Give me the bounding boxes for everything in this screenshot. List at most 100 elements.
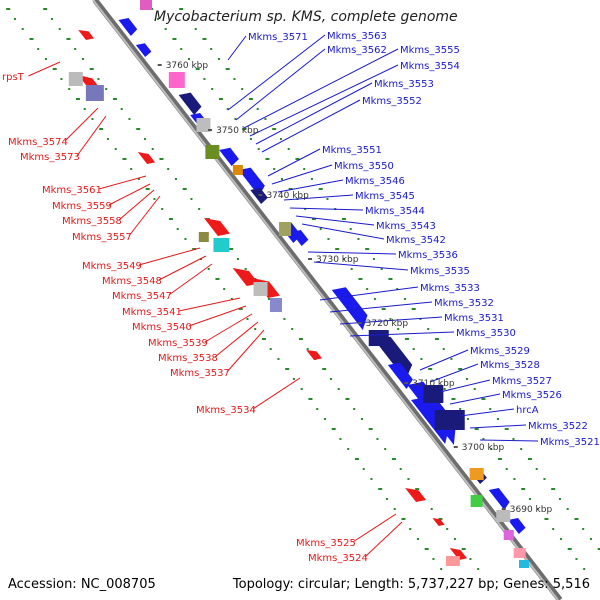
gc-dot [21, 28, 24, 30]
gc-dot [380, 268, 383, 270]
gc-dot [318, 188, 323, 190]
reverse-label-leader [108, 183, 151, 206]
forward-label-leader [243, 48, 399, 129]
gc-dot [474, 428, 479, 430]
gc-dot [210, 48, 213, 50]
gc-dot [164, 28, 167, 30]
gc-dot [358, 278, 363, 280]
forward-gene-label: Mkms_3555 [400, 45, 460, 56]
forward-label-leader [277, 179, 344, 193]
gc-dot [428, 368, 433, 370]
kbp-tick-mark [501, 508, 506, 510]
gc-dot [43, 8, 48, 10]
gc-dot [215, 278, 220, 280]
gc-dot [339, 438, 342, 440]
reverse-gene-arrow [306, 350, 322, 360]
gc-dot [269, 348, 272, 350]
gc-dot [567, 548, 572, 550]
reverse-label-leader [98, 175, 147, 190]
forward-label-leader [459, 408, 515, 417]
forward-label-leader [449, 393, 501, 405]
gene-layer [68, 0, 529, 568]
kbp-tick-mark [357, 322, 362, 324]
gc-dot [385, 498, 388, 500]
forward-gene-label: Mkms_3530 [456, 328, 516, 339]
gc-dot [74, 48, 77, 50]
forward-label-leader [479, 439, 539, 442]
gc-dot [551, 488, 556, 490]
gc-dot [505, 468, 508, 470]
gc-dot [257, 148, 260, 150]
gc-dot [389, 318, 392, 320]
forward-gene-label: Mkms_3543 [376, 221, 436, 232]
gc-dot [97, 78, 100, 80]
gc-dot [362, 468, 365, 470]
gc-dot [172, 38, 177, 40]
forward-gene-label: Mkms_3521 [540, 437, 600, 448]
gc-dot [280, 178, 283, 180]
gc-dot [589, 538, 592, 540]
forward-label-leader [329, 301, 433, 313]
gc-dot [66, 38, 71, 40]
gc-dot [466, 418, 469, 420]
kbp-tick-label: 3750 kbp [216, 126, 259, 136]
gc-dot [396, 288, 399, 290]
kbp-tick-label: 3740 kbp [266, 191, 309, 201]
gc-dot [477, 568, 480, 570]
gc-dot [552, 528, 555, 530]
gc-dot [202, 38, 207, 40]
gc-dot [279, 138, 282, 140]
reverse-gene-arrow [232, 268, 259, 286]
forward-gene-label: Mkms_3522 [528, 421, 588, 432]
gc-dot [105, 88, 108, 90]
reverse-label-leader [168, 263, 213, 296]
gc-dot [130, 168, 133, 170]
reverse-gene-label: Mkms_3558 [62, 216, 122, 227]
kbp-tick-label: 3730 kbp [316, 255, 359, 265]
forward-label-leader [267, 148, 321, 177]
gc-dot [373, 298, 376, 300]
forward-gene-label: Mkms_3527 [492, 376, 552, 387]
forward-label-leader [439, 379, 491, 393]
gc-dot [308, 398, 313, 400]
forward-gene-label: Mkms_3536 [398, 250, 458, 261]
gc-dot [329, 378, 332, 380]
gc-dot [198, 208, 201, 210]
gc-dot [424, 548, 429, 550]
gc-dot [461, 548, 466, 550]
reverse-label-leader [118, 189, 155, 221]
gc-dot [99, 128, 104, 130]
gc-dot [469, 558, 472, 560]
gc-dot [446, 528, 449, 530]
reverse-label-leader [364, 521, 403, 558]
gene-category-block [198, 232, 209, 242]
gc-dot [366, 288, 369, 290]
gc-dot [378, 488, 383, 490]
gc-dot [288, 188, 293, 190]
reverse-gene-label: Mkms_3549 [82, 261, 142, 272]
gc-dot [261, 338, 266, 340]
forward-label-leader [339, 316, 443, 325]
gc-dot [52, 68, 57, 70]
gene-category-block [205, 145, 220, 159]
forward-gene-arrow [331, 287, 368, 330]
forward-gene-block [368, 330, 389, 346]
forward-gene-arrow [411, 397, 449, 444]
gene-category-block [519, 560, 529, 568]
reverse-label-leader [188, 305, 247, 327]
gc-dot [559, 538, 562, 540]
gc-dot [407, 478, 410, 480]
forward-label-leader [301, 223, 385, 240]
gc-dot [242, 128, 247, 130]
gc-dot [291, 328, 294, 330]
kbp-tick-label: 3700 kbp [462, 443, 505, 453]
gene-category-block [68, 72, 83, 86]
gc-dot [427, 328, 430, 330]
gc-dot [345, 398, 350, 400]
forward-gene-arrow [508, 518, 526, 534]
gene-category-block [279, 222, 292, 236]
reverse-label-leader [138, 247, 201, 266]
gc-dot [368, 428, 373, 430]
gc-dot [273, 168, 276, 170]
